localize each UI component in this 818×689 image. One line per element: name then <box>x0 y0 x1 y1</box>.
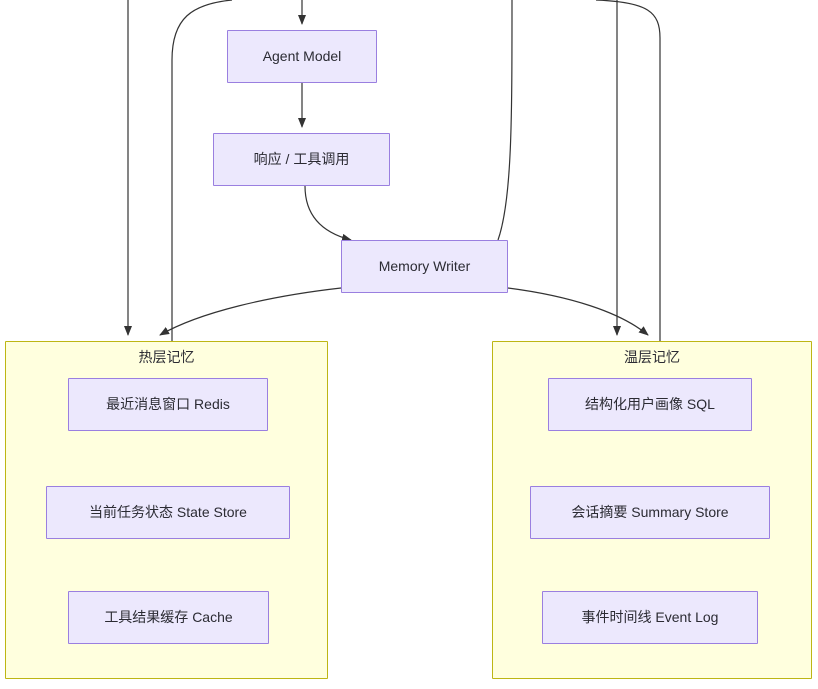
node-event-timeline-log-label: 事件时间线 Event Log <box>581 608 719 625</box>
edge-memory-writer-to-warm-tier <box>507 287 649 336</box>
node-response-tool-call-label: 响应 / 工具调用 <box>253 150 350 167</box>
node-user-profile-sql-label: 结构化用户画像 SQL <box>585 395 715 412</box>
node-memory-writer[interactable]: Memory Writer <box>341 240 508 293</box>
edge-retrieval-to-memory-writer <box>497 0 513 241</box>
edge-warm-tier-to-reader <box>595 0 661 341</box>
edge-memory-writer-to-hot-tier <box>159 287 342 336</box>
node-memory-writer-label: Memory Writer <box>378 257 471 274</box>
node-event-timeline-log[interactable]: 事件时间线 Event Log <box>542 591 758 644</box>
cluster-warm-tier-label: 温层记忆 <box>624 349 680 365</box>
node-task-state-store[interactable]: 当前任务状态 State Store <box>46 486 290 539</box>
node-agent-model-label: Agent Model <box>262 47 342 64</box>
edge-response-to-memory-writer <box>304 185 352 242</box>
node-response-tool-call[interactable]: 响应 / 工具调用 <box>213 133 390 186</box>
node-tool-result-cache[interactable]: 工具结果缓存 Cache <box>68 591 269 644</box>
node-task-state-store-label: 当前任务状态 State Store <box>89 503 247 520</box>
node-tool-result-cache-label: 工具结果缓存 Cache <box>104 608 233 625</box>
node-recent-message-window-redis[interactable]: 最近消息窗口 Redis <box>68 378 268 431</box>
cluster-hot-tier-label: 热层记忆 <box>138 349 195 365</box>
node-agent-model[interactable]: Agent Model <box>227 30 377 83</box>
node-session-summary-store-label: 会话摘要 Summary Store <box>571 503 729 520</box>
node-session-summary-store[interactable]: 会话摘要 Summary Store <box>530 486 770 539</box>
node-recent-message-window-redis-label: 最近消息窗口 Redis <box>106 395 230 412</box>
node-user-profile-sql[interactable]: 结构化用户画像 SQL <box>548 378 752 431</box>
